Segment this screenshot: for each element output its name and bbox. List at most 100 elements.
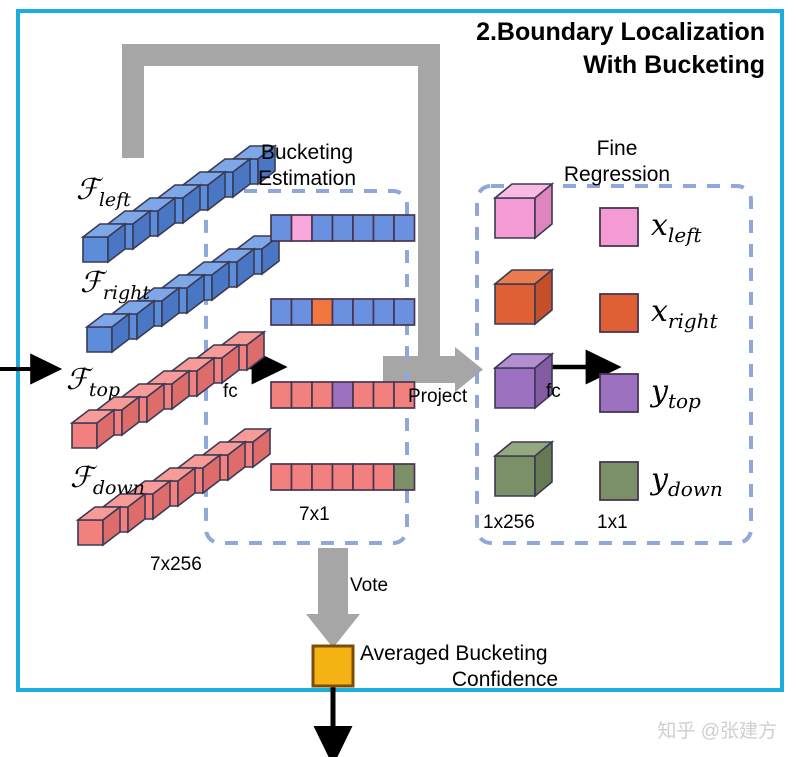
cube-face-side	[534, 182, 553, 240]
figure-border	[16, 9, 784, 692]
fine-label-y_top: ytop	[651, 374, 701, 413]
cube-face-side	[221, 343, 240, 385]
cube-face-side	[146, 382, 165, 424]
cube-face-side	[534, 352, 553, 410]
cube-face-front	[494, 455, 536, 497]
cube-face-side	[252, 427, 271, 469]
fine-label-base: x	[651, 208, 668, 243]
input-feature-bars-group	[69, 144, 282, 547]
fine-regression-box	[475, 184, 753, 545]
cube-face-side	[534, 268, 553, 326]
cube-face-side	[196, 356, 215, 398]
bucket-cell	[290, 298, 313, 326]
cube-face-side	[177, 466, 196, 508]
fine-label-subscript: down	[667, 477, 723, 501]
feature-label-subscript: right	[102, 281, 151, 304]
bucket-cell	[331, 214, 354, 242]
cube-face-side	[246, 330, 265, 372]
project-label: Project	[408, 386, 468, 407]
cube-face-side	[227, 440, 246, 482]
feature-bar-F_down	[75, 427, 273, 547]
bucketing-title-line2: Estimation	[257, 167, 357, 190]
bucketing-section-title: Bucketing Estimation	[236, 140, 378, 192]
feature-label-F_top: ℱtop	[66, 362, 120, 401]
bucket-cell	[393, 214, 416, 242]
confidence-line2: Confidence	[451, 668, 559, 691]
fine-label-y_down: ydown	[651, 462, 723, 501]
bucket-cell	[311, 381, 334, 409]
bucket-cell	[270, 463, 293, 491]
cube-face-side	[257, 144, 276, 186]
watermark: 知乎 @张建方	[657, 721, 777, 742]
bucket-cell	[270, 381, 293, 409]
feature-label-F_down: ℱdown	[70, 460, 145, 499]
cube-face-side	[157, 196, 176, 238]
vote-arrow	[306, 548, 360, 648]
fine-label-base: y	[651, 462, 668, 497]
bucket-cell	[352, 298, 375, 326]
cube-face-side	[107, 222, 126, 264]
vote-label: Vote	[350, 575, 389, 596]
cube-face-side	[186, 273, 205, 315]
cube-face-side	[136, 299, 155, 341]
fine-section-title: Fine Regression	[543, 136, 691, 188]
cube-face-side	[121, 395, 140, 437]
fine-cube-shape-label: 1x256	[483, 512, 535, 533]
bucket-cell	[393, 298, 416, 326]
bucket-cell	[331, 381, 354, 409]
bucket-cell	[270, 214, 293, 242]
cube-face-side	[534, 440, 553, 498]
fine-label-subscript: right	[667, 309, 718, 333]
cube-face-side	[132, 209, 151, 251]
fine-square-y_top	[599, 373, 639, 413]
cube-face-front	[86, 326, 113, 353]
cube-face-side	[232, 157, 251, 199]
bucket-cell	[331, 298, 354, 326]
bucket-bar-top	[270, 381, 416, 409]
fine-square-x_right	[599, 293, 639, 333]
cube-face-side	[236, 247, 255, 289]
bucket-bar-right	[270, 298, 416, 326]
bucket-cell	[393, 463, 416, 491]
bucket-cell	[372, 381, 395, 409]
bucket-cell	[372, 214, 395, 242]
bucket-cell	[270, 298, 293, 326]
cube-face-side	[127, 492, 146, 534]
figure-title-line2: With Bucketing	[583, 51, 765, 79]
feedback-path	[122, 44, 440, 356]
confidence-label: Averaged Bucketing Confidence	[360, 641, 650, 693]
cube-face-side	[102, 505, 121, 547]
fine-cube-y_down	[492, 440, 555, 498]
fine-label-base: x	[651, 294, 668, 329]
confidence-swatch	[311, 644, 355, 688]
fine-cube-y_top	[492, 352, 555, 410]
feature-bar-F_right	[84, 234, 282, 354]
fine-label-base: y	[651, 374, 668, 409]
bucket-cell	[290, 463, 313, 491]
cube-face-side	[161, 286, 180, 328]
bucket-cell	[311, 463, 334, 491]
figure-title-line1: 2.Boundary Localization	[476, 18, 765, 46]
cube-face-side	[182, 183, 201, 225]
feature-label-subscript: left	[98, 188, 131, 211]
fine-label-subscript: left	[667, 223, 702, 247]
bucketing-title-line1: Bucketing	[260, 141, 354, 164]
bucket-cell	[372, 463, 395, 491]
feature-label-base: ℱ	[66, 362, 89, 396]
bucket-cell	[331, 463, 354, 491]
bucket-shape-label: 7x1	[299, 504, 330, 525]
cube-face-front	[494, 367, 536, 409]
fine-square-y_down	[599, 461, 639, 501]
feature-label-base: ℱ	[70, 460, 93, 494]
cube-face-side	[207, 170, 226, 212]
fc-label-fine: fc	[546, 381, 561, 402]
feature-label-F_left: ℱleft	[76, 172, 131, 211]
bucket-bars-group	[270, 214, 416, 491]
cube-face-side	[211, 260, 230, 302]
feature-label-F_right: ℱright	[80, 265, 150, 304]
fine-squares-group	[599, 207, 639, 501]
feature-label-subscript: down	[92, 476, 145, 499]
fine-label-x_right: xright	[651, 294, 718, 333]
